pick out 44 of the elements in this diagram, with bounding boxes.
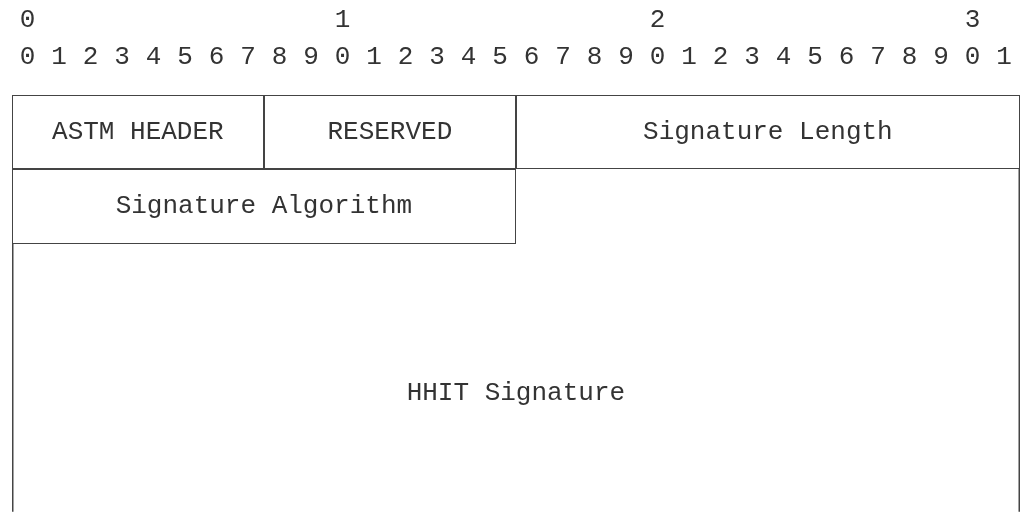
bit-number: 8 bbox=[586, 44, 603, 71]
bit-number: 5 bbox=[807, 44, 823, 71]
decade-number: 3 bbox=[964, 7, 981, 33]
field-name: RESERVED bbox=[327, 118, 453, 145]
bit-number: 1 bbox=[681, 44, 697, 71]
bit-number: 4 bbox=[775, 44, 792, 71]
field-name: HHIT Signature bbox=[405, 380, 627, 406]
field-box bbox=[515, 94, 1020, 170]
bit-number: 2 bbox=[82, 44, 99, 71]
bit-number: 8 bbox=[901, 44, 918, 71]
bit-number: 6 bbox=[838, 44, 855, 71]
bit-number: 0 bbox=[19, 44, 36, 71]
bit-number: 9 bbox=[303, 44, 319, 71]
bit-number: 1 bbox=[51, 44, 67, 71]
field-box bbox=[263, 94, 516, 170]
bit-number: 0 bbox=[649, 44, 666, 71]
field-name: Signature Length bbox=[643, 118, 893, 145]
bit-number: 1 bbox=[996, 44, 1012, 71]
bit-number: 7 bbox=[870, 44, 886, 71]
bit-number: 8 bbox=[271, 44, 288, 71]
bit-number: 3 bbox=[744, 44, 760, 71]
bit-number: 7 bbox=[555, 44, 571, 71]
bit-number: 6 bbox=[208, 44, 225, 71]
field-name: ASTM HEADER bbox=[52, 118, 224, 145]
field-box bbox=[11, 94, 264, 170]
bit-number: 5 bbox=[492, 44, 508, 71]
bit-number: 2 bbox=[397, 44, 414, 71]
bit-number: 5 bbox=[177, 44, 193, 71]
decade-number: 2 bbox=[649, 7, 666, 33]
bit-number: 9 bbox=[933, 44, 949, 71]
field-name: Signature Algorithm bbox=[115, 193, 413, 220]
decade-number: 0 bbox=[19, 7, 36, 33]
bit-number: 0 bbox=[334, 44, 351, 71]
bit-number: 0 bbox=[964, 44, 981, 71]
bit-number: 4 bbox=[460, 44, 477, 71]
bit-number: 3 bbox=[114, 44, 130, 71]
bit-number: 3 bbox=[429, 44, 445, 71]
decade-number: 1 bbox=[334, 7, 351, 33]
bit-number: 1 bbox=[366, 44, 382, 71]
bit-number: 6 bbox=[523, 44, 540, 71]
bit-number: 4 bbox=[145, 44, 162, 71]
bit-number: 9 bbox=[618, 44, 634, 71]
bit-number: 7 bbox=[240, 44, 256, 71]
bit-number: 2 bbox=[712, 44, 729, 71]
